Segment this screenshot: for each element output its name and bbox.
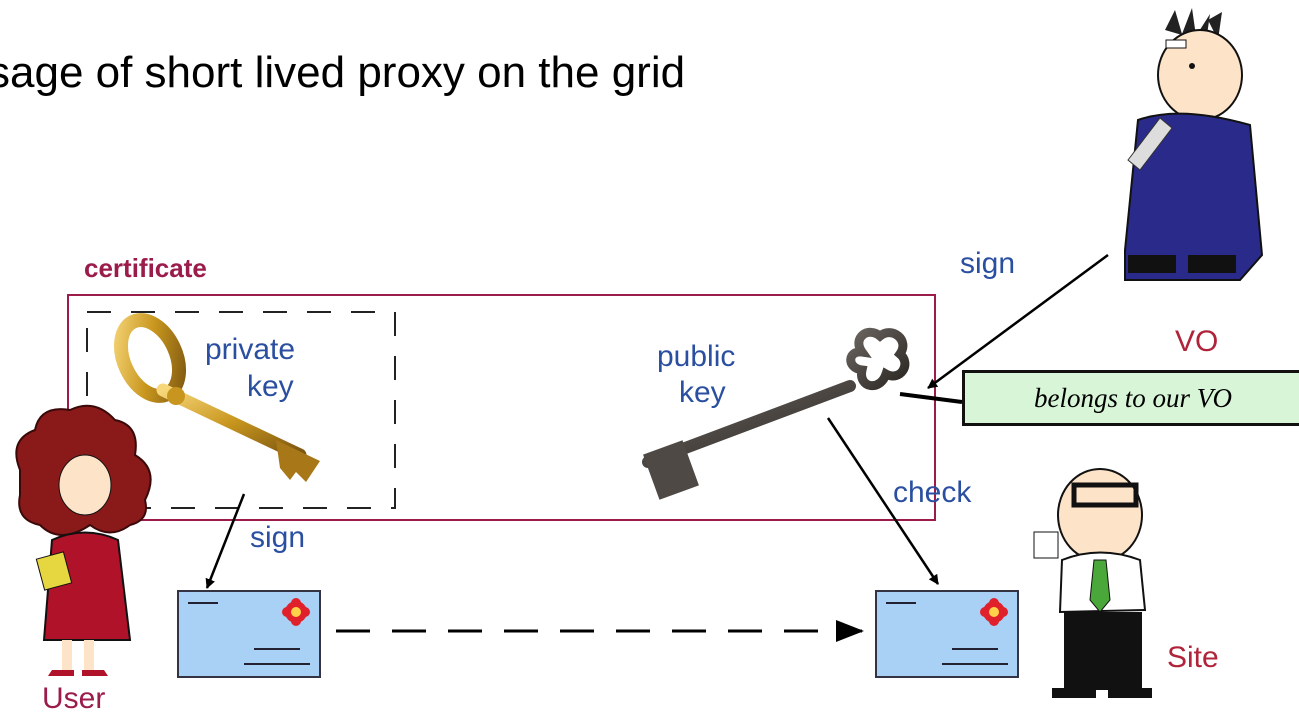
vo-banner: belongs to our VO — [962, 370, 1299, 426]
public-key-label-line2: key — [679, 376, 726, 409]
banner-connector — [899, 392, 963, 404]
certificate-box — [67, 294, 936, 521]
seal-icon — [282, 598, 310, 626]
user-figure — [15, 404, 152, 676]
vo-label: VO — [1175, 325, 1219, 358]
private-key-label-line1: private — [205, 333, 296, 366]
private-key-label-line2: key — [247, 370, 294, 403]
site-figure — [1033, 468, 1152, 698]
check-arrow — [826, 417, 940, 585]
user-envelope — [177, 590, 321, 678]
user-sign-arrow — [205, 493, 246, 589]
vo-sign-label: sign — [960, 247, 1016, 280]
slide-title: sage of short lived proxy on the grid — [0, 48, 686, 97]
seal-icon — [980, 598, 1008, 626]
user-sign-label: sign — [250, 521, 306, 554]
private-key-icon — [113, 313, 320, 482]
site-label: Site — [1167, 641, 1219, 674]
vo-sign-arrow — [927, 253, 1109, 390]
public-key-icon — [642, 327, 910, 500]
check-label: check — [893, 476, 972, 509]
vo-figure — [1124, 8, 1264, 281]
vo-banner-text: belongs to our VO — [1034, 382, 1232, 413]
public-key-label-line1: public — [657, 340, 736, 373]
certificate-label: certificate — [84, 253, 207, 283]
private-key-box — [86, 311, 396, 509]
user-label: User — [42, 682, 106, 715]
site-envelope — [875, 590, 1019, 678]
